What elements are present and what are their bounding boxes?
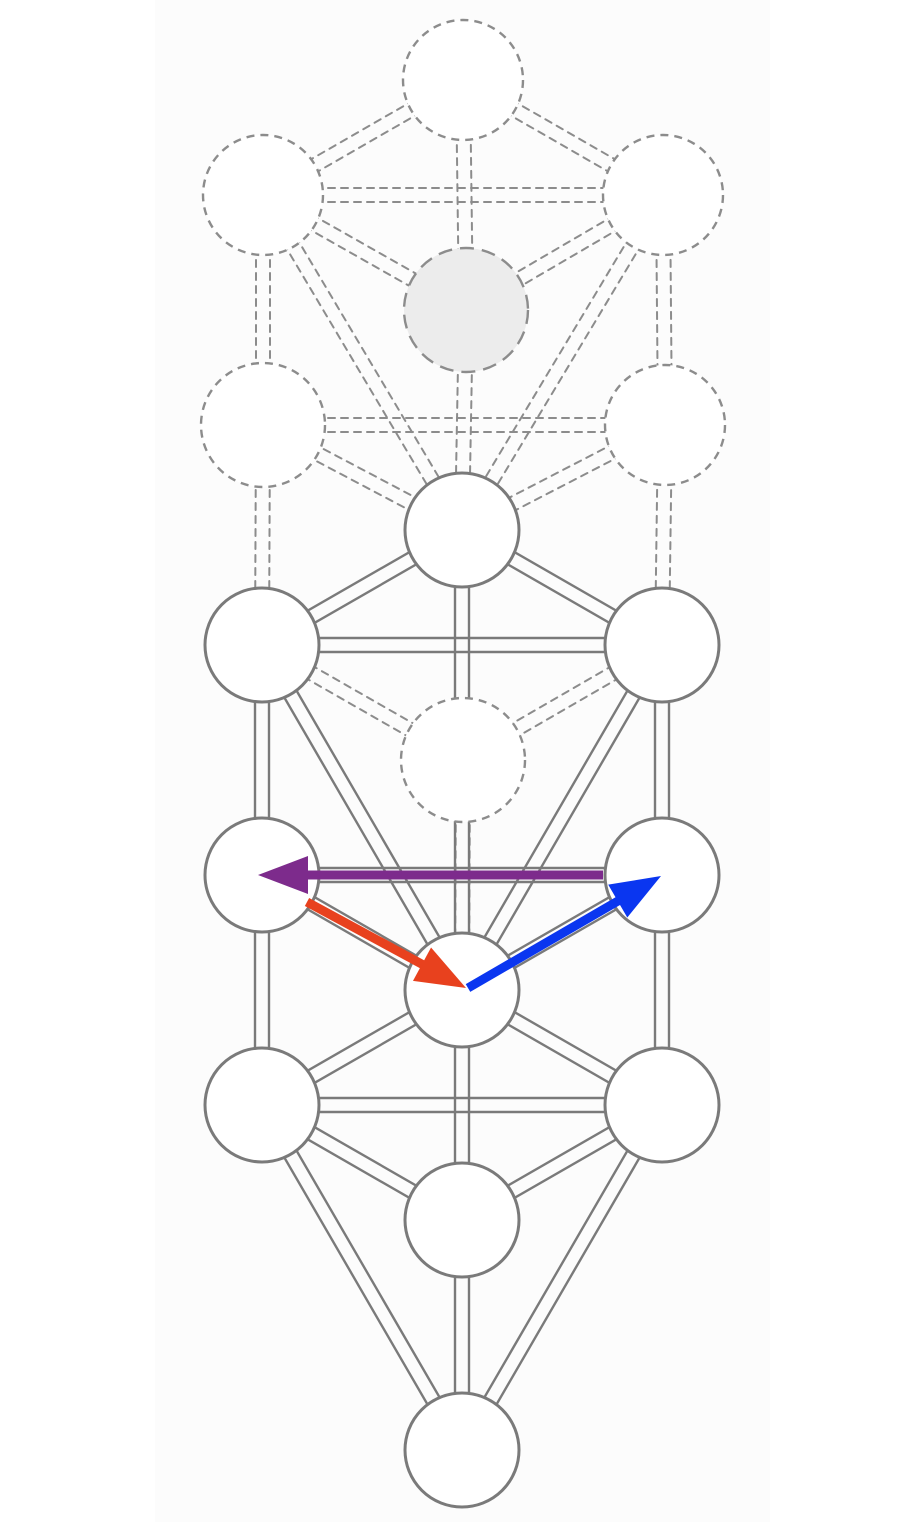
node-upper-left-mid <box>199 361 327 489</box>
node-upper-right-top <box>601 133 725 257</box>
node-upper-left-top <box>201 133 325 257</box>
path-left-lower-base <box>254 1100 470 1455</box>
path-upper-left-top-crown <box>255 190 470 535</box>
path-left-middle-right-middle <box>260 866 664 884</box>
node-left-upper <box>203 586 321 704</box>
arrow-blue-shaft <box>465 896 622 992</box>
node-upper-right-mid <box>603 363 727 487</box>
node-foundation <box>403 1161 521 1279</box>
node-center <box>403 931 521 1049</box>
arrow-blue-head <box>608 876 661 918</box>
node-upper-hidden <box>402 246 530 374</box>
arrow-blue <box>465 876 661 992</box>
nodes-layer <box>199 18 727 1509</box>
path-upper-right-top-crown <box>454 190 671 535</box>
node-right-lower <box>603 1046 721 1164</box>
node-right-upper <box>603 586 721 704</box>
node-base <box>403 1391 521 1509</box>
arrow-red-shaft <box>304 898 426 970</box>
node-hidden-center <box>399 696 527 824</box>
path-right-lower-base <box>454 1100 670 1455</box>
path-upper-left-mid-upper-right-mid <box>262 417 666 433</box>
path-left-upper-right-upper <box>260 636 664 654</box>
path-right-upper-center <box>454 640 670 995</box>
path-upper-left-top-upper-right-top <box>262 187 664 203</box>
arrow-red-head <box>412 947 466 988</box>
path-left-lower-right-lower <box>260 1096 664 1114</box>
arrow-purple-head <box>258 856 308 894</box>
node-left-lower <box>203 1046 321 1164</box>
node-crown <box>403 471 521 589</box>
node-right-middle <box>603 816 721 934</box>
arrow-purple <box>258 856 603 894</box>
arrows-layer <box>258 856 661 992</box>
node-upper-crown <box>401 18 525 142</box>
arrow-red <box>304 898 466 988</box>
path-left-upper-center <box>254 640 470 995</box>
